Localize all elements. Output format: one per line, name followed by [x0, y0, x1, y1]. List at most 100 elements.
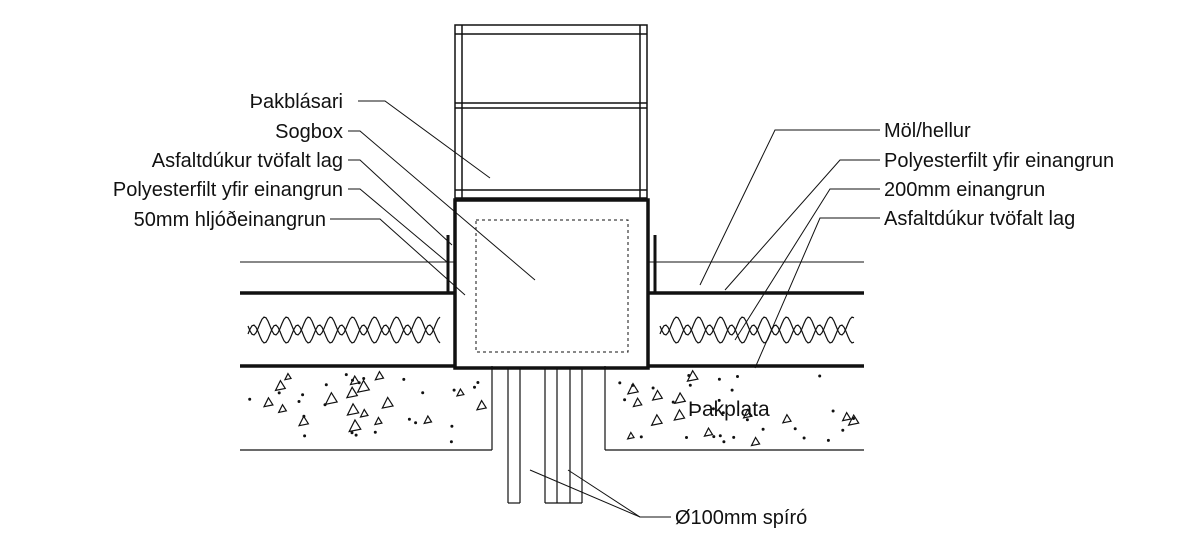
aggregate-stone [345, 386, 359, 399]
aggregate-stone [703, 426, 714, 437]
aggregate-stone [673, 408, 686, 421]
aggregate-dot [639, 435, 643, 439]
aggregate-stone [475, 399, 488, 411]
label-thakblasari: Þakblásari [250, 91, 343, 113]
aggregate-stone [262, 396, 274, 408]
aggregate-dot [732, 435, 736, 439]
aggregate-dot [302, 414, 306, 418]
aggregate-stone [283, 372, 293, 381]
label-sogbox: Sogbox [275, 121, 343, 143]
aggregate-dot [303, 434, 307, 438]
aggregate-stone [632, 396, 643, 408]
spiral-duct [507, 368, 583, 504]
left-labels: Þakblásari Sogbox Asfaltdúkur tvöfalt la… [113, 91, 343, 231]
label-polyesterfilt-left: Polyesterfilt yfir einangrun [113, 179, 343, 201]
aggregate-dot [671, 400, 675, 404]
leader-lines [330, 100, 880, 518]
aggregate-dot [721, 411, 725, 415]
aggregate-dot [826, 438, 830, 442]
aggregate-dot [761, 427, 765, 431]
aggregate-dot [373, 430, 377, 434]
aggregate-dot [841, 428, 845, 432]
aggregate-stone [359, 408, 369, 418]
aggregate-stone [277, 403, 288, 414]
concrete-aggregate [248, 369, 860, 447]
aggregate-dot [712, 435, 716, 439]
aggregate-dot [718, 434, 722, 438]
aggregate-dot [688, 383, 692, 387]
aggregate-dot [297, 400, 301, 404]
aggregate-dot [344, 373, 348, 377]
aggregate-dot [450, 424, 454, 428]
label-thakplata: Þakplata [688, 398, 770, 421]
aggregate-dot [651, 386, 655, 390]
insulation-pattern [247, 316, 855, 344]
aggregate-dot [421, 391, 425, 395]
aggregate-dot [730, 388, 734, 392]
aggregate-stone [626, 431, 636, 440]
aggregate-dot [323, 403, 327, 407]
aggregate-dot [362, 377, 366, 381]
label-polyesterfilt-right: Polyesterfilt yfir einangrun [884, 150, 1114, 172]
aggregate-dot [722, 440, 726, 444]
aggregate-dot [618, 381, 622, 385]
aggregate-dot [793, 427, 797, 431]
aggregate-stone [374, 370, 385, 381]
aggregate-stone [274, 379, 287, 392]
label-asfaltdukur-right: Asfaltdúkur tvöfalt lag [884, 208, 1075, 230]
aggregate-dot [324, 383, 328, 387]
roof-fan [454, 24, 648, 199]
aggregate-stone [381, 396, 395, 409]
aggregate-dot [277, 391, 281, 395]
aggregate-dot [357, 381, 361, 385]
label-hljodeinangrun: 50mm hljóðeinangrun [134, 209, 326, 231]
label-einangrun: 200mm einangrun [884, 179, 1045, 201]
aggregate-stone [650, 413, 664, 427]
aggregate-stone [781, 413, 792, 424]
aggregate-stone [346, 402, 360, 416]
aggregate-dot [717, 377, 721, 381]
aggregate-dot [802, 436, 806, 440]
concrete-slab [240, 366, 864, 451]
sogbox [453, 198, 650, 370]
aggregate-dot [818, 374, 822, 378]
aggregate-dot [831, 409, 835, 413]
aggregate-dot [476, 381, 480, 385]
aggregate-dot [711, 407, 715, 411]
aggregate-stone [356, 379, 371, 393]
aggregate-stone [686, 369, 699, 382]
aggregate-dot [452, 388, 456, 392]
label-mol-hellur: Möl/hellur [884, 120, 971, 142]
aggregate-stone [742, 408, 753, 419]
aggregate-dot [402, 377, 406, 381]
aggregate-dot [473, 385, 477, 389]
aggregate-dot [407, 417, 411, 421]
aggregate-stone [750, 436, 761, 447]
aggregate-stone [348, 418, 362, 433]
aggregate-dot [248, 397, 252, 401]
aggregate-stone [626, 382, 640, 395]
label-spiro: Ø100mm spíró [675, 507, 807, 529]
aggregate-dot [735, 375, 739, 379]
aggregate-stone [423, 414, 433, 425]
aggregate-stone [324, 391, 339, 406]
aggregate-stone [455, 387, 465, 397]
aggregate-dot [414, 421, 418, 425]
roof-layers [240, 235, 864, 368]
aggregate-stone [673, 391, 687, 405]
aggregate-stone [841, 411, 852, 422]
aggregate-dot [623, 398, 627, 402]
aggregate-dot [717, 398, 721, 402]
aggregate-dot [350, 431, 354, 435]
aggregate-dot [745, 418, 749, 422]
aggregate-dot [684, 436, 688, 440]
aggregate-dot [449, 440, 453, 444]
aggregate-stone [297, 415, 310, 427]
aggregate-dot [351, 378, 355, 382]
aggregate-dot [354, 433, 358, 437]
right-labels: Möl/hellur Polyesterfilt yfir einangrun … [884, 120, 1114, 230]
aggregate-stone [651, 389, 664, 401]
aggregate-stone [847, 413, 860, 426]
